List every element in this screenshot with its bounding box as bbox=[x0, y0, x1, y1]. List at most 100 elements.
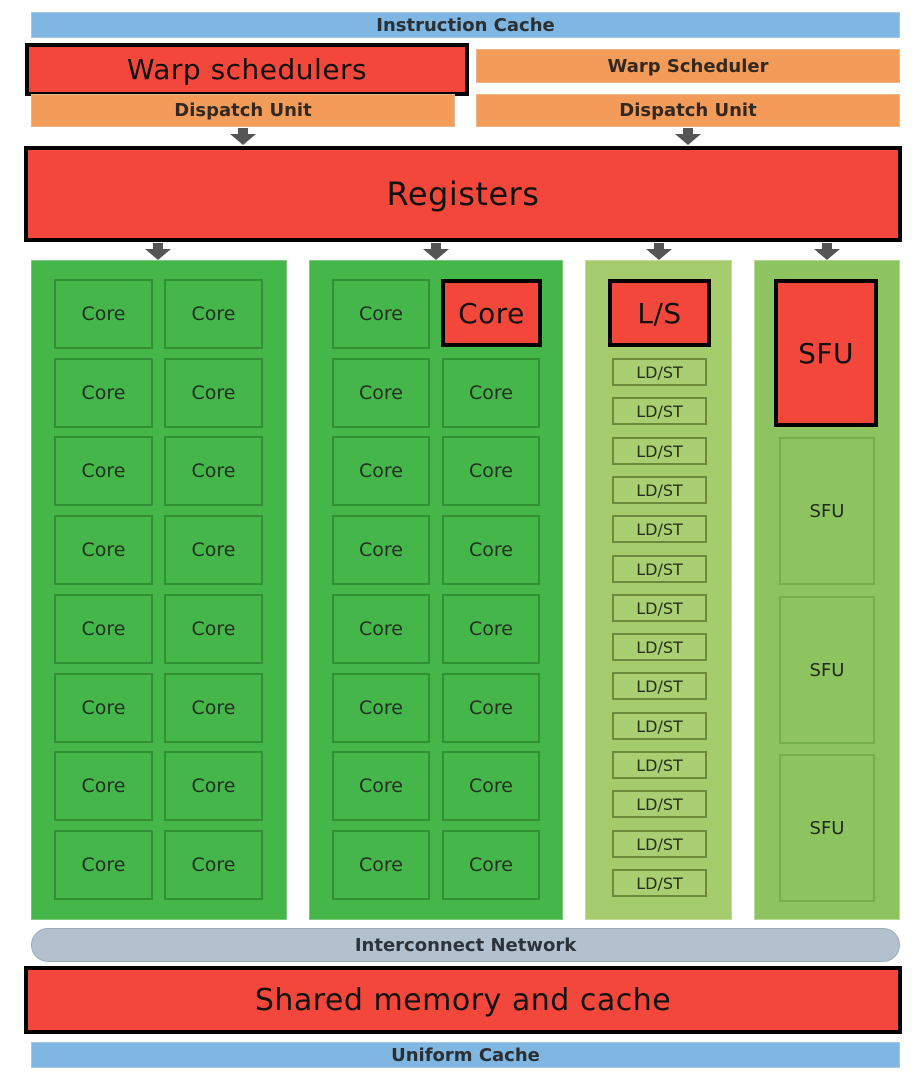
core-unit-label: Core bbox=[81, 303, 126, 325]
ldst-unit-label: LD/ST bbox=[636, 480, 683, 500]
core-unit: Core bbox=[54, 279, 153, 349]
core-unit-label: Core bbox=[469, 539, 513, 561]
sfu-unit-label: SFU bbox=[809, 817, 845, 839]
sfu-unit-label: SFU bbox=[809, 659, 845, 681]
ldst-unit: LD/ST bbox=[612, 476, 707, 504]
core-unit: Core bbox=[442, 358, 540, 428]
core-unit: Core bbox=[332, 830, 430, 900]
ldst-unit-label: LD/ST bbox=[636, 362, 683, 382]
core-unit: Core bbox=[442, 436, 540, 506]
core-unit: Core bbox=[332, 594, 430, 664]
core-unit: Core bbox=[442, 594, 540, 664]
sfu-highlight: SFU bbox=[774, 279, 878, 427]
ldst-unit-label: LD/ST bbox=[636, 755, 683, 775]
ls-highlight-label: L/S bbox=[637, 296, 682, 330]
shared-memory-highlight: Shared memory and cache bbox=[24, 966, 902, 1034]
ldst-unit: LD/ST bbox=[612, 358, 707, 386]
registers-highlight: Registers bbox=[24, 146, 902, 242]
core-unit: Core bbox=[332, 673, 430, 743]
ldst-unit-label: LD/ST bbox=[636, 519, 683, 539]
core-unit-label: Core bbox=[359, 854, 403, 876]
core-unit: Core bbox=[164, 358, 263, 428]
ldst-unit: LD/ST bbox=[612, 672, 707, 700]
ldst-unit: LD/ST bbox=[612, 712, 707, 740]
ldst-unit: LD/ST bbox=[612, 790, 707, 818]
ls-highlight: L/S bbox=[608, 279, 711, 347]
core-unit: Core bbox=[164, 751, 263, 821]
sfu-highlight-label: SFU bbox=[798, 336, 854, 370]
core-unit: Core bbox=[164, 279, 263, 349]
core-unit: Core bbox=[54, 358, 153, 428]
ldst-unit-label: LD/ST bbox=[636, 441, 683, 461]
core-unit: Core bbox=[442, 515, 540, 585]
ldst-unit-label: LD/ST bbox=[636, 598, 683, 618]
core-unit-label: Core bbox=[81, 618, 126, 640]
core-unit-label: Core bbox=[81, 854, 126, 876]
ldst-unit-label: LD/ST bbox=[636, 637, 683, 657]
core-unit-label: Core bbox=[469, 697, 513, 719]
core-unit-label: Core bbox=[191, 382, 236, 404]
core-unit-label: Core bbox=[469, 775, 513, 797]
core-unit: Core bbox=[54, 751, 153, 821]
core-unit-label: Core bbox=[359, 697, 403, 719]
sfu-unit: SFU bbox=[779, 596, 875, 744]
core-unit: Core bbox=[54, 830, 153, 900]
sfu-unit: SFU bbox=[779, 754, 875, 902]
core-unit: Core bbox=[54, 436, 153, 506]
core-unit-label: Core bbox=[359, 775, 403, 797]
ldst-unit: LD/ST bbox=[612, 515, 707, 543]
dispatch-unit-right-bar: Dispatch Unit bbox=[476, 94, 900, 127]
sfu-unit: SFU bbox=[779, 437, 875, 585]
core-unit-label: Core bbox=[81, 697, 126, 719]
interconnect-network-label: Interconnect Network bbox=[354, 934, 577, 956]
sfu-unit-label: SFU bbox=[809, 500, 845, 522]
interconnect-network-bar: Interconnect Network bbox=[31, 928, 900, 962]
ldst-unit-label: LD/ST bbox=[636, 401, 683, 421]
ldst-unit-label: LD/ST bbox=[636, 559, 683, 579]
core-unit: Core bbox=[332, 279, 430, 349]
core-unit-label: Core bbox=[191, 539, 236, 561]
dispatch-unit-right-label: Dispatch Unit bbox=[619, 100, 757, 121]
instruction-cache-label: Instruction Cache bbox=[376, 14, 555, 36]
ldst-unit: LD/ST bbox=[612, 830, 707, 858]
core-unit-label: Core bbox=[469, 382, 513, 404]
core-unit: Core bbox=[332, 436, 430, 506]
core-unit: Core bbox=[332, 751, 430, 821]
core-unit: Core bbox=[164, 830, 263, 900]
core-unit: Core bbox=[54, 594, 153, 664]
ldst-unit: LD/ST bbox=[612, 751, 707, 779]
core-unit: Core bbox=[442, 830, 540, 900]
core-unit-label: Core bbox=[191, 618, 236, 640]
core-unit: Core bbox=[164, 436, 263, 506]
core-unit-label: Core bbox=[191, 303, 236, 325]
core-unit-label: Core bbox=[191, 775, 236, 797]
shared-memory-label: Shared memory and cache bbox=[254, 982, 672, 1018]
instruction-cache-bar: Instruction Cache bbox=[31, 12, 900, 38]
warp-scheduler-label: Warp Scheduler bbox=[607, 55, 769, 77]
core-unit: Core bbox=[164, 594, 263, 664]
core-unit: Core bbox=[164, 515, 263, 585]
ldst-unit-label: LD/ST bbox=[636, 676, 683, 696]
core-unit: Core bbox=[442, 751, 540, 821]
core-unit-label: Core bbox=[359, 460, 403, 482]
core-highlight: Core bbox=[441, 279, 542, 347]
ldst-unit: LD/ST bbox=[612, 594, 707, 622]
core-unit: Core bbox=[332, 358, 430, 428]
core-unit-label: Core bbox=[469, 460, 513, 482]
ldst-unit-label: LD/ST bbox=[636, 873, 683, 893]
core-unit-label: Core bbox=[359, 539, 403, 561]
core-unit-label: Core bbox=[191, 854, 236, 876]
ldst-unit: LD/ST bbox=[612, 633, 707, 661]
core-unit-label: Core bbox=[191, 460, 236, 482]
core-unit: Core bbox=[164, 673, 263, 743]
core-unit: Core bbox=[54, 673, 153, 743]
core-highlight-label: Core bbox=[458, 296, 525, 330]
core-unit-label: Core bbox=[81, 539, 126, 561]
core-unit-label: Core bbox=[191, 697, 236, 719]
core-unit-label: Core bbox=[359, 618, 403, 640]
core-unit-label: Core bbox=[469, 854, 513, 876]
ldst-unit-label: LD/ST bbox=[636, 834, 683, 854]
uniform-cache-label: Uniform Cache bbox=[391, 1044, 540, 1066]
warp-schedulers-highlight: Warp schedulers bbox=[25, 43, 469, 96]
dispatch-unit-left-bar: Dispatch Unit bbox=[31, 94, 455, 127]
